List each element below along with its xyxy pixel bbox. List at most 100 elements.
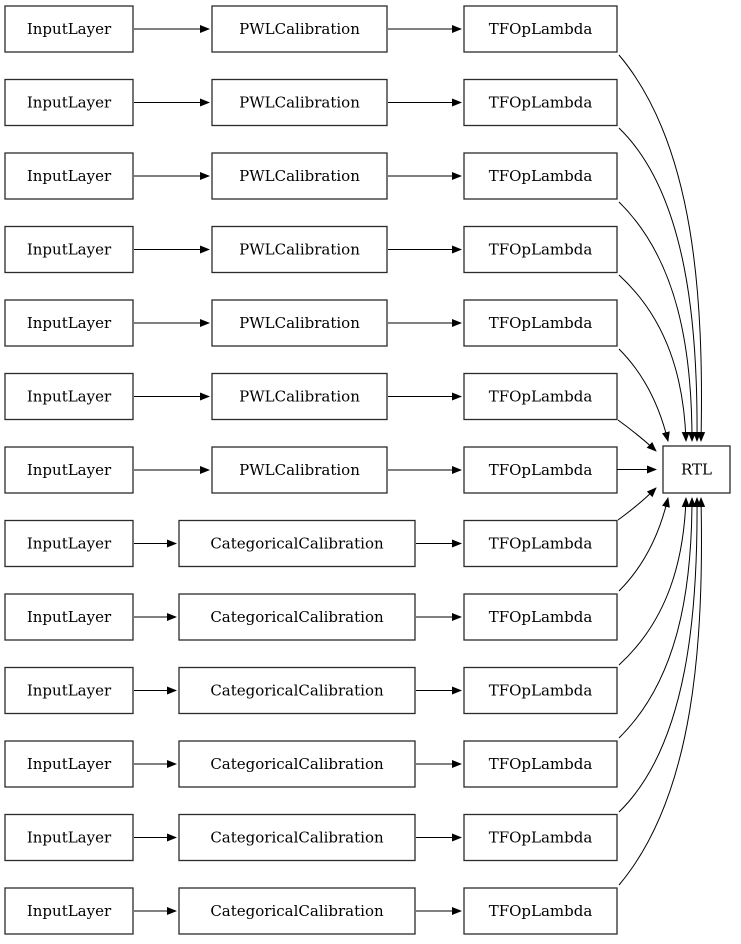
edge-lambda-to-rtl-4	[618, 274, 690, 442]
node-tfoplambda-4: TFOpLambda	[463, 225, 618, 274]
node-calibration-9-box	[178, 593, 416, 641]
node-calibration-5-label: PWLCalibration	[239, 314, 360, 332]
node-inputlayer-1-box	[4, 5, 134, 53]
node-tfoplambda-10: TFOpLambda	[463, 666, 618, 715]
edge-lambda-to-rtl-11	[618, 497, 696, 739]
node-tfoplambda-9-box	[463, 593, 618, 641]
node-inputlayer-11-label: InputLayer	[27, 755, 112, 773]
node-tfoplambda-8: TFOpLambda	[463, 519, 618, 568]
node-calibration-8: CategoricalCalibration	[178, 519, 416, 568]
node-inputlayer-7-label: InputLayer	[27, 461, 112, 479]
node-tfoplambda-4-label: TFOpLambda	[489, 241, 593, 259]
node-inputlayer-9: InputLayer	[4, 593, 134, 641]
node-inputlayer-4: InputLayer	[4, 225, 134, 274]
node-tfoplambda-10-box	[463, 666, 618, 715]
node-calibration-8-box	[178, 519, 416, 568]
node-calibration-3-box	[211, 152, 388, 200]
node-inputlayer-1: InputLayer	[4, 5, 134, 53]
node-calibration-3: PWLCalibration	[211, 152, 388, 200]
node-calibration-4-label: PWLCalibration	[239, 241, 360, 259]
node-tfoplambda-1: TFOpLambda	[463, 5, 618, 53]
node-inputlayer-3-box	[4, 152, 134, 200]
edge-lambda-to-rtl-9	[618, 497, 670, 592]
node-inputlayer-11-box	[4, 740, 134, 788]
node-inputlayer-12-label: InputLayer	[27, 829, 112, 847]
node-inputlayer-12: InputLayer	[4, 813, 134, 862]
node-tfoplambda-4-box	[463, 225, 618, 274]
node-calibration-11-label: CategoricalCalibration	[210, 755, 384, 773]
edge-lambda-to-rtl-12	[618, 497, 702, 813]
node-inputlayer-10-label: InputLayer	[27, 682, 112, 700]
node-calibration-6-box	[211, 372, 388, 421]
node-inputlayer-9-box	[4, 593, 134, 641]
node-calibration-2: PWLCalibration	[211, 78, 388, 127]
node-tfoplambda-2-box	[463, 78, 618, 127]
edge-lambda-to-rtl-3	[618, 201, 696, 442]
node-inputlayer-4-box	[4, 225, 134, 274]
node-inputlayer-5-box	[4, 299, 134, 347]
node-tfoplambda-2-label: TFOpLambda	[489, 94, 593, 112]
node-calibration-12: CategoricalCalibration	[178, 813, 416, 862]
node-tfoplambda-1-label: TFOpLambda	[489, 20, 593, 38]
node-calibration-7-box	[211, 446, 388, 494]
node-calibration-10: CategoricalCalibration	[178, 666, 416, 715]
node-tfoplambda-13-box	[463, 887, 618, 935]
node-inputlayer-11: InputLayer	[4, 740, 134, 788]
node-inputlayer-2: InputLayer	[4, 78, 134, 127]
node-calibration-6: PWLCalibration	[211, 372, 388, 421]
node-inputlayer-2-label: InputLayer	[27, 94, 112, 112]
node-tfoplambda-5-box	[463, 299, 618, 347]
node-inputlayer-8: InputLayer	[4, 519, 134, 568]
node-tfoplambda-3: TFOpLambda	[463, 152, 618, 200]
node-tfoplambda-12-label: TFOpLambda	[489, 829, 593, 847]
node-tfoplambda-11-box	[463, 740, 618, 788]
edge-lambda-to-rtl-6	[617, 419, 657, 452]
node-tfoplambda-9-label: TFOpLambda	[489, 608, 593, 626]
edge-lambda-to-rtl-1	[618, 54, 706, 442]
node-tfoplambda-3-label: TFOpLambda	[489, 167, 593, 185]
node-inputlayer-10-box	[4, 666, 134, 715]
node-calibration-10-label: CategoricalCalibration	[210, 682, 384, 700]
node-inputlayer-5-label: InputLayer	[27, 314, 112, 332]
node-calibration-12-label: CategoricalCalibration	[210, 829, 384, 847]
node-calibration-7-label: PWLCalibration	[239, 461, 360, 479]
node-tfoplambda-6: TFOpLambda	[463, 372, 618, 421]
node-calibration-11-box	[178, 740, 416, 788]
node-inputlayer-8-box	[4, 519, 134, 568]
node-inputlayer-3: InputLayer	[4, 152, 134, 200]
node-inputlayer-10: InputLayer	[4, 666, 134, 715]
node-tfoplambda-3-box	[463, 152, 618, 200]
node-calibration-2-label: PWLCalibration	[239, 94, 360, 112]
node-tfoplambda-5: TFOpLambda	[463, 299, 618, 347]
node-tfoplambda-5-label: TFOpLambda	[489, 314, 593, 332]
node-tfoplambda-11: TFOpLambda	[463, 740, 618, 788]
node-inputlayer-5: InputLayer	[4, 299, 134, 347]
node-tfoplambda-8-label: TFOpLambda	[489, 535, 593, 553]
node-tfoplambda-12-box	[463, 813, 618, 862]
edge-lambda-to-rtl-2	[618, 127, 702, 442]
edge-lambda-to-rtl-8	[617, 487, 657, 521]
node-tfoplambda-10-label: TFOpLambda	[489, 682, 593, 700]
node-calibration-13-label: CategoricalCalibration	[210, 902, 384, 920]
node-tfoplambda-9: TFOpLambda	[463, 593, 618, 641]
node-tfoplambda-6-label: TFOpLambda	[489, 388, 593, 406]
node-calibration-7: PWLCalibration	[211, 446, 388, 494]
node-rtl-box	[662, 445, 731, 494]
node-inputlayer-6-box	[4, 372, 134, 421]
node-calibration-12-box	[178, 813, 416, 862]
node-tfoplambda-7-label: TFOpLambda	[489, 461, 593, 479]
node-tfoplambda-7: TFOpLambda	[463, 446, 618, 494]
node-calibration-5: PWLCalibration	[211, 299, 388, 347]
node-calibration-11: CategoricalCalibration	[178, 740, 416, 788]
node-calibration-4: PWLCalibration	[211, 225, 388, 274]
node-tfoplambda-13: TFOpLambda	[463, 887, 618, 935]
node-inputlayer-13-label: InputLayer	[27, 902, 112, 920]
node-inputlayer-3-label: InputLayer	[27, 167, 112, 185]
node-calibration-4-box	[211, 225, 388, 274]
node-calibration-10-box	[178, 666, 416, 715]
edge-lambda-to-rtl-13	[618, 497, 706, 886]
node-inputlayer-4-label: InputLayer	[27, 241, 112, 259]
node-tfoplambda-6-box	[463, 372, 618, 421]
node-tfoplambda-8-box	[463, 519, 618, 568]
